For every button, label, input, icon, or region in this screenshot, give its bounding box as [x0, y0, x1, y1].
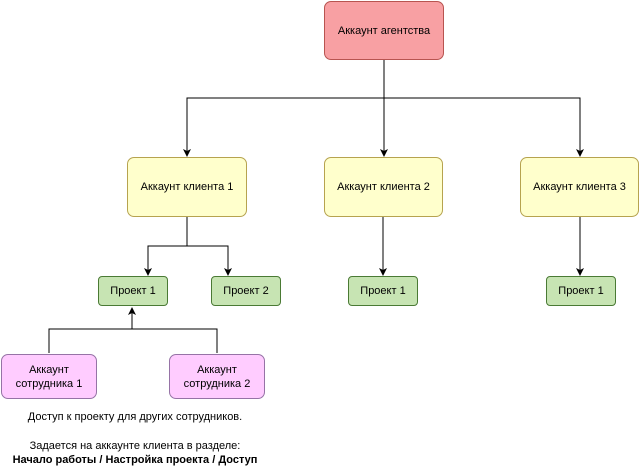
client-account-3-label: Аккаунт клиента 3 — [533, 181, 626, 193]
access-note-path: Начало работы / Настройка проекта / Дост… — [12, 454, 258, 466]
edge-agency-client1 — [183, 60, 385, 157]
client3-project-1-node: Проект 1 — [546, 276, 616, 306]
agency-account-label: Аккаунт агентства — [337, 24, 431, 37]
client1-project-1-label: Проект 1 — [110, 285, 156, 297]
edge-client1-project1 — [144, 217, 188, 276]
access-note-path-wrapper: Начало работы / Настройка проекта / Дост… — [0, 453, 270, 467]
client-account-1-node: Аккаунт клиента 1 — [127, 157, 247, 217]
client1-project-1-node: Проект 1 — [98, 276, 168, 306]
client-account-2-label: Аккаунт клиента 2 — [337, 181, 430, 193]
employee-account-1-label-line2: сотрудника 1 — [15, 377, 83, 390]
client3-project-1-label: Проект 1 — [558, 285, 604, 297]
client2-project-1-label: Проект 1 — [360, 285, 406, 297]
client-account-3-node: Аккаунт клиента 3 — [520, 157, 639, 217]
client1-project-2-label: Проект 2 — [223, 285, 269, 297]
edge-agency-client3 — [384, 97, 584, 157]
employee-account-1-node: Аккаунт сотрудника 1 — [1, 354, 97, 399]
client1-project-2-node: Проект 2 — [211, 276, 281, 306]
client-account-1-label: Аккаунт клиента 1 — [140, 181, 234, 193]
employee-account-2-node: Аккаунт сотрудника 2 — [169, 354, 265, 399]
agency-account-node: Аккаунт агентства — [324, 1, 444, 60]
edge-client1-project2 — [187, 245, 232, 276]
access-note-line2: Задается на аккаунте клиента в разделе: — [29, 440, 241, 452]
access-note: Доступ к проекту для других сотрудников.… — [0, 410, 270, 467]
edge-employee2-project1 — [132, 328, 218, 353]
client-account-2-node: Аккаунт клиента 2 — [324, 157, 443, 217]
employee-account-1-label-line1: Аккаунт — [29, 363, 69, 376]
note-spacer — [0, 424, 270, 439]
client2-project-1-node: Проект 1 — [348, 276, 418, 306]
access-note-line1: Доступ к проекту для других сотрудников. — [27, 411, 243, 423]
employee-account-2-label-line1: Аккаунт — [197, 363, 237, 376]
edge-employee1-project1 — [48, 307, 136, 353]
employee-account-2-label-line2: сотрудника 2 — [183, 377, 251, 390]
